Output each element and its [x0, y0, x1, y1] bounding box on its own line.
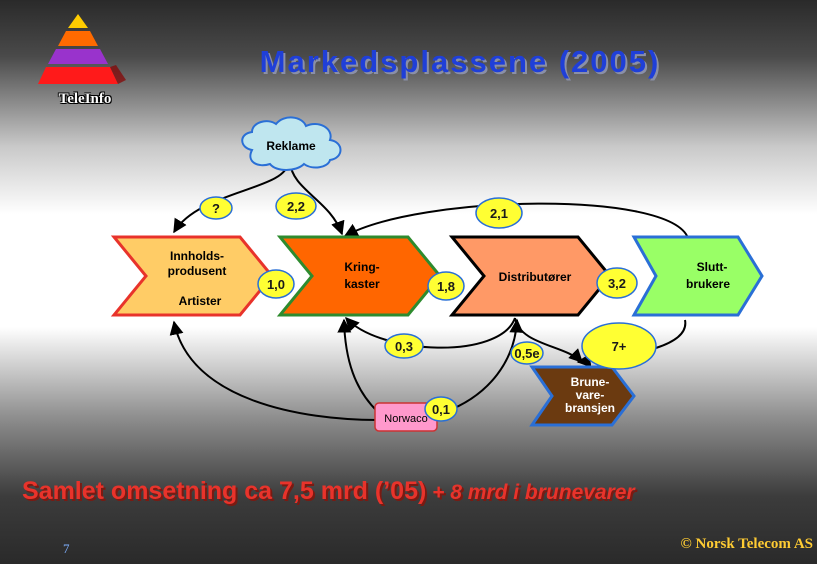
summary-extra: + 8 mrd i brunevarer: [426, 481, 635, 504]
kring-line2: kaster: [344, 277, 380, 291]
badge-distr-brune-value: 0,5e: [514, 346, 539, 361]
flow-badge-norwaco: 0,1: [424, 396, 458, 422]
node-distributorer: Distributører: [448, 235, 612, 317]
distr-label: Distributører: [499, 270, 572, 284]
brune-line1: Brune-: [571, 375, 610, 389]
innhold-line1: Innholds-: [170, 249, 224, 263]
node-norwaco: Norwaco: [374, 402, 438, 432]
slutt-line2: brukere: [686, 277, 730, 291]
flow-badge-distr-brune: 0,5e: [510, 341, 544, 365]
kring-line1: Kring-: [344, 260, 379, 274]
node-brunevarebransjen: Brune- vare- bransjen: [529, 365, 636, 427]
badge-slutt-brune-value: 7+: [612, 339, 627, 354]
logo-text: TeleInfo: [58, 91, 112, 107]
innhold-line2: produsent: [168, 264, 227, 278]
flow-badge-reklame-kring: 2,2: [275, 192, 317, 220]
badge-distr-kring-value: 1,8: [437, 279, 455, 294]
node-innholdsprodusent: Innholds- produsent Artister: [110, 235, 274, 317]
flow-badge-kring-innhold: 1,0: [257, 269, 295, 299]
brune-line3: bransjen: [565, 401, 615, 415]
flow-badge-distr-kring-loop: 0,3: [384, 333, 424, 359]
flow-badge-slutt-distr: 3,2: [596, 267, 638, 299]
badge-loop-value: 0,3: [395, 339, 413, 354]
slutt-line1: Slutt-: [697, 260, 728, 274]
node-sluttbrukere: Slutt- brukere: [631, 235, 764, 317]
badge-reklame-kring-value: 2,2: [287, 199, 305, 214]
badge-kring-innhold-value: 1,0: [267, 277, 285, 292]
badge-reklame-innhold-value: ?: [212, 201, 220, 216]
node-kringkaster: Kring- kaster: [276, 235, 442, 317]
flow-badge-distr-kring: 1,8: [427, 271, 465, 301]
summary-line: Samlet omsetning ca 7,5 mrd (’05) + 8 mr…: [22, 477, 817, 506]
brune-line2: vare-: [576, 388, 605, 402]
norwaco-label: Norwaco: [384, 413, 427, 425]
reklame-label: Reklame: [266, 139, 316, 153]
flow-badge-slutt-kring: 2,1: [475, 197, 523, 229]
badge-norwaco-value: 0,1: [432, 402, 450, 417]
copyright: © Norsk Telecom AS: [680, 536, 813, 552]
slide-title: Markedsplassene (2005): [259, 44, 661, 79]
badge-slutt-kring-value: 2,1: [490, 206, 508, 221]
innhold-line3: Artister: [179, 294, 222, 308]
page-number: 7: [63, 541, 70, 556]
flow-badge-slutt-brune: 7+: [581, 322, 657, 370]
badge-slutt-distr-value: 3,2: [608, 276, 626, 291]
teleinfo-logo-pyramid-icon: [38, 14, 126, 84]
flow-badge-reklame-innhold: ?: [199, 196, 233, 220]
node-reklame-cloud: Reklame: [241, 116, 342, 171]
summary-main: Samlet omsetning ca 7,5 mrd (’05): [22, 477, 427, 505]
